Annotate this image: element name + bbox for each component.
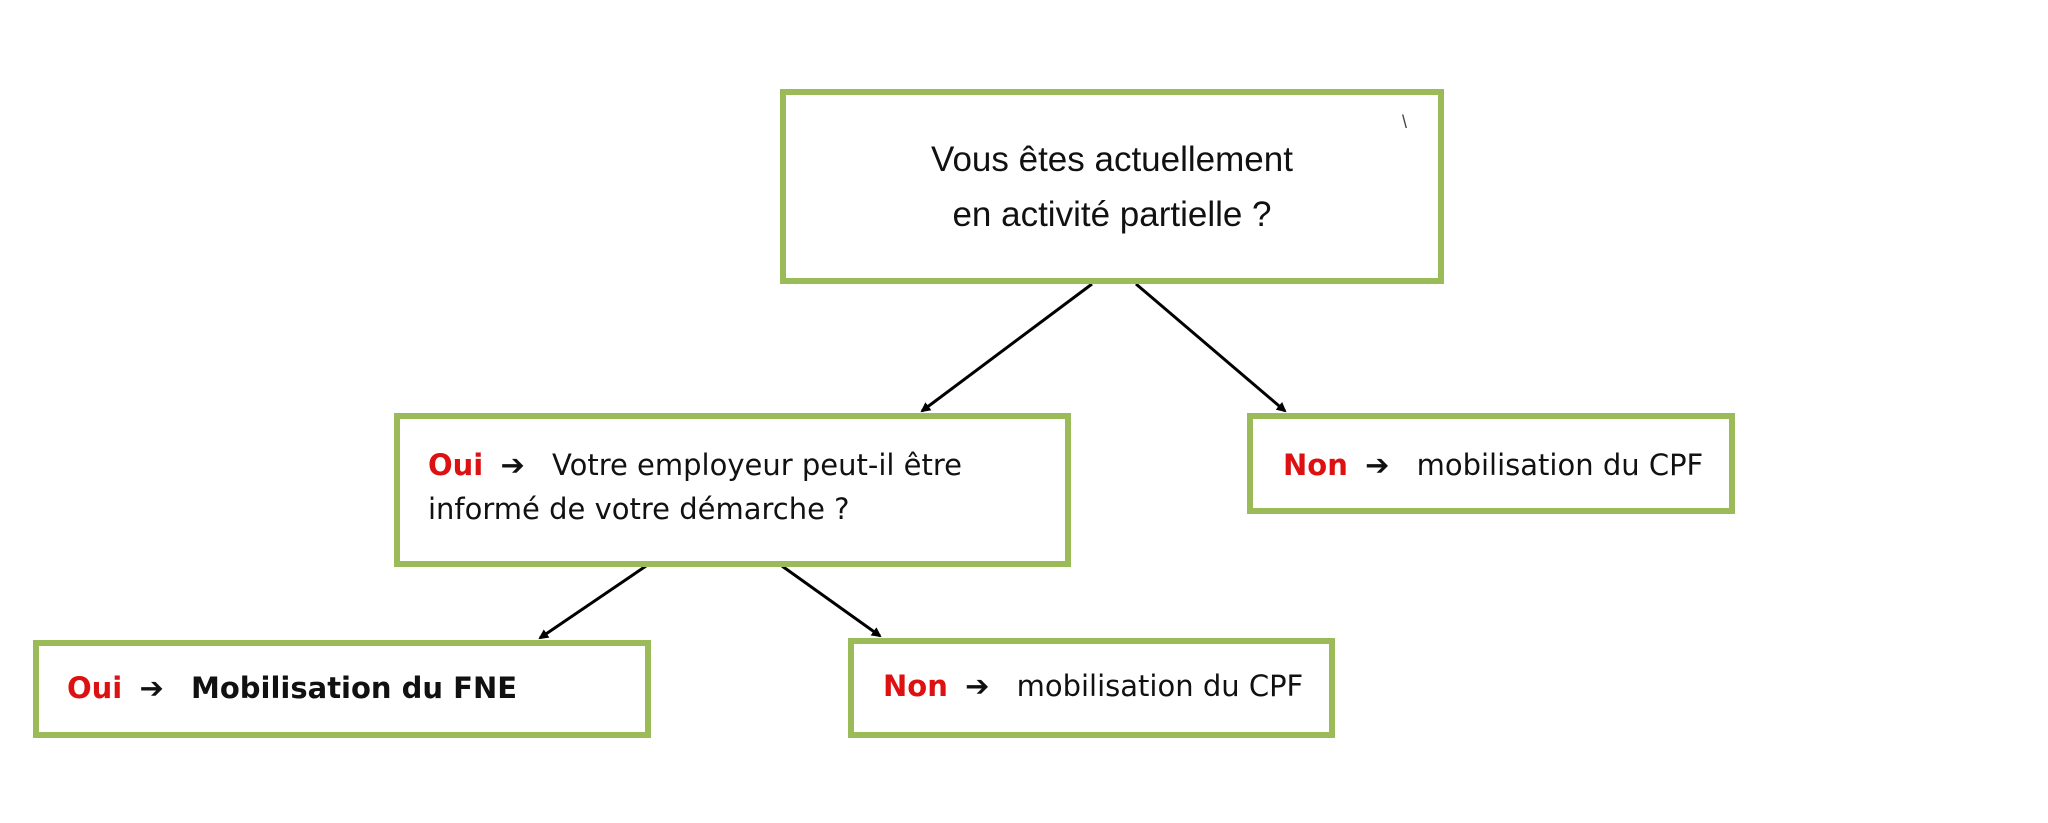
non-branch-box: Non ➔ mobilisation du CPF [1247,413,1735,514]
connector-question-to-oui [920,282,1093,413]
answer-non-label: Non [883,669,948,703]
right-arrow-icon: ➔ [965,669,990,703]
oui-oui-branch-box: Oui ➔ Mobilisation du FNE [33,640,651,738]
right-arrow-icon: ➔ [1365,448,1390,482]
oui-branch-line-1: Oui ➔ Votre employeur peut-il être [428,443,1047,487]
right-arrow-icon: ➔ [139,671,164,705]
answer-oui-label: Oui [67,671,123,705]
stray-tick-mark: \ [1402,112,1408,132]
question-line-1: Vous êtes actuellement [931,139,1293,179]
oui-branch-question-line-1: Votre employeur peut-il être [552,448,963,482]
oui-branch-question-line-2: informé de votre démarche ? [428,492,850,526]
oui-oui-branch-text: Mobilisation du FNE [191,671,518,705]
connector-oui-to-non [781,564,882,638]
oui-branch-box: Oui ➔ Votre employeur peut-il être infor… [394,413,1071,567]
connector-oui-to-oui [538,564,647,640]
question-box: Vous êtes actuellement en activité parti… [780,89,1444,284]
oui-non-branch-text: mobilisation du CPF [1016,669,1304,703]
answer-oui-label: Oui [428,448,484,482]
right-arrow-icon: ➔ [500,448,525,482]
oui-non-branch-box: Non ➔ mobilisation du CPF [848,638,1335,738]
connector-question-to-non [1135,282,1287,413]
question-line-2: en activité partielle ? [952,194,1272,234]
non-branch-text: mobilisation du CPF [1416,448,1704,482]
answer-non-label: Non [1283,448,1348,482]
